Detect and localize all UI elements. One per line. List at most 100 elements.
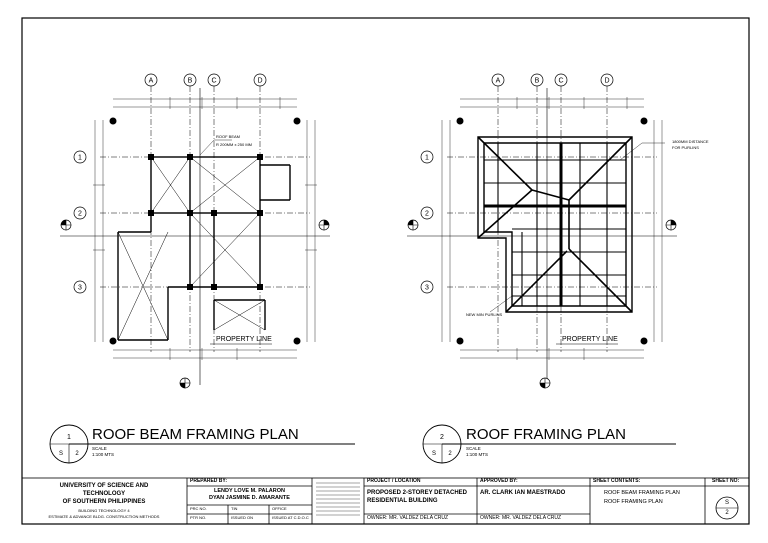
- grid-label-b: B: [188, 78, 193, 85]
- grid-bubble: [530, 73, 544, 87]
- owner-row: OWNER: MR. VALDEZ DELA CRUZ: [367, 515, 448, 522]
- roof-outline: [477, 136, 633, 313]
- prc-label: PRC NO.: [190, 506, 207, 511]
- leader-line: [199, 139, 215, 156]
- grid-bubble: [144, 73, 158, 87]
- sheet-ref: S: [724, 500, 729, 506]
- grid-bubble: [491, 73, 505, 87]
- fine-print: [316, 482, 360, 516]
- dimension-lines: [441, 97, 663, 360]
- grid-label-2: 2: [425, 211, 429, 218]
- school-line: OF SOUTHERN PHILIPPINES: [62, 499, 146, 505]
- grid-bubble: [73, 280, 87, 294]
- grid-bubble: [420, 150, 434, 164]
- grid-label-1: 1: [425, 155, 429, 162]
- sheet-contents-label: SHEET CONTENTS:: [593, 478, 641, 484]
- issued-at-label: ISSUED AT C.D.O.C: [272, 515, 309, 520]
- sheet-no-label: SHEET NO:: [712, 478, 740, 484]
- project-name: PROPOSED 2-STOREY DETACHED: [367, 490, 468, 496]
- owner-row: OWNER: MR. VALDEZ DELA CRUZ: [480, 515, 562, 522]
- section-marker: [407, 219, 677, 389]
- course-line: ESTIMATE & ADVANCE BLDG. CONSTRUCTION ME…: [48, 514, 160, 519]
- detail-number: 2: [440, 434, 444, 441]
- school-line: UNIVERSITY OF SCIENCE AND: [59, 483, 149, 489]
- grid-bubbles-columns: A B C D: [491, 73, 614, 87]
- columns: [109, 117, 301, 345]
- grid-bubble: [73, 206, 87, 220]
- dimension-lines: [93, 97, 317, 360]
- grid-lines: [100, 86, 310, 352]
- section-marker: [60, 219, 330, 389]
- prepared-by-label: PREPARED BY:: [190, 478, 228, 484]
- sheet-content-item: ROOF FRAMING PLAN: [604, 499, 663, 505]
- annotation-text: R 200MM x 250 MM: [216, 142, 252, 147]
- grid-bubble: [420, 280, 434, 294]
- drawing-title-1: 1 S 2 ROOF BEAM FRAMING PLAN SCALE 1:100…: [49, 424, 355, 464]
- scale-label: SCALE: [92, 446, 107, 451]
- approver-name: AR. CLARK IAN MAESTRADO: [480, 490, 566, 496]
- roof-beam-framing-plan: ROOF BEAM R 200MM x 250 MM PROPERTY LINE…: [60, 73, 330, 389]
- owner-name: MR. VALDEZ DELA CRUZ: [501, 515, 562, 521]
- grid-bubble: [420, 206, 434, 220]
- grid-label-c: C: [211, 78, 216, 85]
- beams: [117, 156, 291, 341]
- ptr-label: PTR NO.: [190, 515, 207, 520]
- roof-framing-plan: 1800MM DISTANCE FOR PURLINS NEW MIN PURL…: [407, 73, 709, 389]
- bracing: [117, 156, 266, 341]
- owner-label: OWNER:: [367, 515, 388, 521]
- sheet-content-item: ROOF BEAM FRAMING PLAN: [604, 490, 680, 496]
- tin-label: TIN: [231, 506, 238, 511]
- grid-label-a: A: [496, 78, 501, 85]
- annotation-text: 1800MM DISTANCE: [672, 139, 709, 144]
- approved-by-label: APPROVED BY:: [480, 478, 518, 484]
- detail-sheet-no: 2: [448, 451, 452, 457]
- leader-line: [619, 142, 643, 161]
- drawing-title-2: 2 S 2 ROOF FRAMING PLAN SCALE 1:100 MTS: [422, 424, 676, 464]
- grid-label-1: 1: [78, 155, 82, 162]
- property-line-label: PROPERTY LINE: [216, 336, 272, 343]
- sheet-border: [21, 17, 750, 525]
- school-line: TECHNOLOGY: [82, 491, 126, 497]
- course-line: BUILDING TECHNOLOGY 4: [78, 508, 130, 513]
- grid-label-3: 3: [425, 285, 429, 292]
- main-beams: [484, 143, 626, 306]
- grid-bubble: [253, 73, 267, 87]
- preparer-name: DYAN JASMINE D. AMARANTE: [209, 495, 290, 501]
- grid-label-b: B: [535, 78, 540, 85]
- grid-label-d: D: [604, 78, 609, 85]
- grid-bubble: [600, 73, 614, 87]
- detail-sheet-ref: S: [59, 451, 63, 457]
- drawing-title: ROOF FRAMING PLAN: [466, 426, 626, 443]
- hips: [477, 136, 633, 313]
- title-block-grid: [21, 477, 750, 525]
- grid-bubble: [73, 150, 87, 164]
- detail-sheet-no: 2: [75, 451, 79, 457]
- scale-value: 1:100 MTS: [466, 452, 488, 457]
- scale-label: SCALE: [466, 446, 481, 451]
- annotation-text: NEW MIN PURLINS: [466, 312, 503, 317]
- grid-label-3: 3: [78, 285, 82, 292]
- grid-label-2: 2: [78, 211, 82, 218]
- annotation-text: FOR PURLINS: [672, 145, 699, 150]
- scale-value: 1:100 MTS: [92, 452, 114, 457]
- grid-bubble: [554, 73, 568, 87]
- grid-bubbles-rows: 1 2 3: [420, 150, 434, 294]
- grid-label-c: C: [558, 78, 563, 85]
- grid-bubble: [183, 73, 197, 87]
- detail-sheet-ref: S: [432, 451, 436, 457]
- drawing-title: ROOF BEAM FRAMING PLAN: [92, 426, 299, 443]
- grid-bubbles-rows: 1 2 3: [73, 150, 87, 294]
- issued-on-label: ISSUED ON: [231, 515, 254, 520]
- grid-label-a: A: [149, 78, 154, 85]
- project-label: PROJECT / LOCATION: [367, 478, 421, 484]
- grid-bubble: [207, 73, 221, 87]
- office-label: OFFICE: [272, 506, 287, 511]
- owner-label: OWNER:: [480, 515, 501, 521]
- columns: [456, 117, 648, 345]
- leader-line: [489, 295, 513, 313]
- property-line-label: PROPERTY LINE: [562, 336, 618, 343]
- sheet-no: 2: [725, 510, 729, 516]
- grid-label-d: D: [257, 78, 262, 85]
